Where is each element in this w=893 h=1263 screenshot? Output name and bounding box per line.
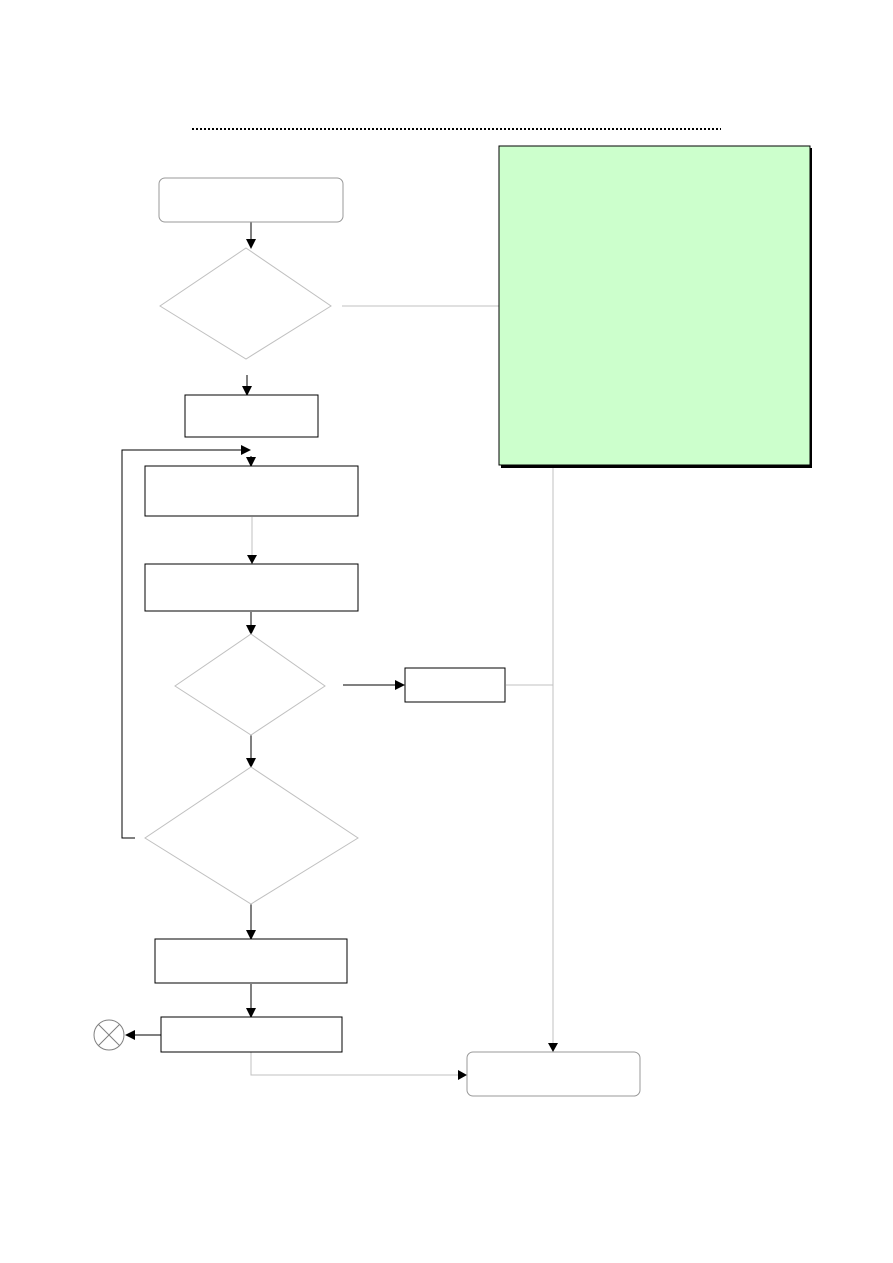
edge-note-end-arrow [548, 1043, 558, 1052]
edge-step-5-end [250, 1052, 467, 1076]
node-decision-1 [159, 247, 332, 360]
edge-step-2-step-3-arrow [247, 555, 257, 564]
edge-decision-3-loop [121, 445, 251, 839]
node-decision-3 [144, 766, 359, 905]
node-terminator-x-icon [93, 1019, 125, 1051]
node-step-3 [144, 563, 359, 612]
note-box [498, 145, 812, 468]
node-decision-2 [174, 633, 326, 736]
node-step-1 [184, 394, 319, 438]
node-step-2 [144, 465, 359, 517]
edge-step-5-end-arrow [458, 1070, 467, 1080]
node-end [466, 1051, 641, 1097]
node-side-step [404, 667, 506, 703]
node-start [158, 177, 344, 223]
connectors [121, 222, 558, 1080]
note-box-body [498, 145, 811, 466]
node-step-5 [160, 1016, 343, 1053]
node-step-4 [154, 938, 348, 984]
